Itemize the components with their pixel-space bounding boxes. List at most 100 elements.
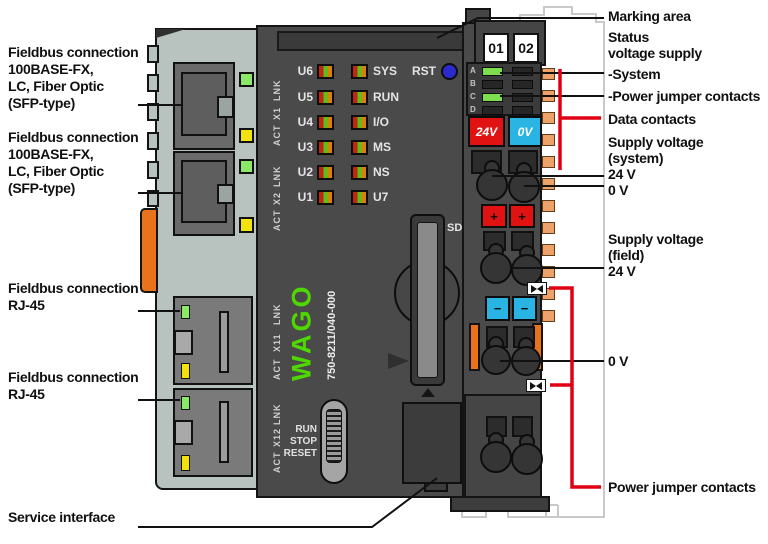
led-label-u2: U2 (297, 165, 313, 179)
data-contact (542, 156, 555, 168)
jumper-terminal (511, 443, 543, 475)
terminal-block-foot (450, 496, 550, 512)
service-cover-tab (424, 484, 448, 492)
led-sys (351, 64, 368, 79)
port-x2-act-label: ACT (272, 209, 282, 232)
status-row-c-label: C (470, 92, 476, 101)
callout-power-jumper: Power jumper contacts (608, 479, 756, 495)
data-contact (542, 68, 555, 80)
panel-edge-tab (147, 132, 159, 150)
sd-label: SD (447, 222, 463, 234)
callout-marking-area: Marking area (608, 8, 691, 24)
bracket-power-jumper-contacts (549, 286, 601, 489)
status-slot (512, 67, 533, 76)
led-label-u4: U4 (297, 115, 313, 129)
power-jumper-contact-icon (526, 379, 546, 392)
led-ms (351, 140, 368, 155)
callout-supply-system: Supply voltage (system) 24 V 0 V (608, 134, 704, 198)
led-label-ms: MS (373, 140, 391, 154)
release-clip[interactable] (140, 208, 158, 293)
sfp-port-1-latch (217, 96, 234, 118)
wago-logo: WAGO (286, 283, 317, 381)
led-label-ns: NS (373, 165, 390, 179)
supply-24v-button[interactable]: 24V (468, 116, 505, 147)
bracket-data-contacts (558, 69, 601, 170)
status-slot (512, 80, 533, 89)
rj45-2-keyway (219, 401, 229, 463)
led-u2 (317, 165, 334, 180)
rj45-2-link-led (181, 396, 190, 410)
rj45-2-latch (174, 420, 193, 445)
status-row-d-label: D (470, 105, 476, 114)
status-slot (512, 93, 533, 102)
marking-area-strip (277, 31, 467, 51)
supply-0v-terminal (508, 171, 540, 203)
callout-sfp-2: Fieldbus connection 100BASE-FX, LC, Fibe… (8, 129, 139, 196)
rj45-1-link-led (181, 305, 190, 319)
led-label-u1: U1 (297, 190, 313, 204)
port-x1-lnk-label: LNK (272, 79, 282, 101)
sd-eject-lever[interactable] (388, 353, 409, 369)
rj45-1-act-led (181, 363, 190, 379)
panel-edge-tab (147, 74, 159, 92)
mode-switch-grip[interactable] (326, 409, 342, 463)
rj45-2-act-led (181, 455, 190, 471)
port-x1-act-label: ACT (272, 124, 282, 147)
data-contact (542, 134, 555, 146)
rj45-1-keyway (219, 311, 229, 373)
status-slot (512, 106, 533, 115)
field-minus-button[interactable]: − (485, 296, 510, 321)
sfp-port-2-latch (217, 184, 234, 204)
mode-stop-label: STOP (289, 436, 317, 447)
field-minus-button[interactable]: − (512, 296, 537, 321)
callout-supply-field: Supply voltage (field) 24 V (608, 231, 704, 279)
field-plus-button[interactable]: + (509, 204, 535, 228)
locking-clip (469, 323, 480, 371)
field-0v-terminal (481, 345, 511, 375)
sfp1-act-led (239, 128, 254, 143)
port-x11-act-label: ACT (272, 358, 282, 381)
led-io (351, 115, 368, 130)
system-supply-led (482, 67, 503, 76)
status-row-b-label: B (470, 79, 476, 88)
mode-reset-label: RESET (283, 448, 317, 459)
data-contact (542, 222, 555, 234)
supply-0v-button[interactable]: 0V (508, 116, 542, 147)
model-number: 750-8211/040-000 (326, 290, 338, 380)
panel-edge-tab (147, 45, 159, 63)
sd-insert-arrow-icon (421, 388, 435, 397)
marking-label-02: 02 (513, 33, 539, 63)
field-plus-button[interactable]: + (481, 204, 507, 228)
status-row-a-label: A (470, 66, 476, 75)
led-run (351, 90, 368, 105)
callout-0v-field: 0 V (608, 353, 629, 369)
data-contact (542, 112, 555, 124)
callout-service-interface: Service interface (8, 509, 115, 525)
field-0v-terminal (511, 346, 541, 376)
panel-corner-bevel (156, 29, 186, 38)
service-interface-cover[interactable] (402, 402, 462, 484)
power-jumper-contact-icon (527, 282, 547, 295)
led-label-u3: U3 (297, 140, 313, 154)
callout-rj45-2: Fieldbus connection RJ-45 (8, 369, 139, 402)
rj45-1-latch (174, 330, 193, 355)
rst-button[interactable] (441, 63, 458, 80)
callout-status-supply: Status voltage supply (608, 29, 702, 61)
data-contact (542, 266, 555, 278)
callout-system: -System (608, 66, 661, 82)
port-x1-label: X1 (272, 106, 282, 120)
status-slot (482, 80, 503, 89)
sfp-port-2-cage (181, 160, 227, 223)
field-24v-terminal (511, 254, 543, 286)
led-ns (351, 165, 368, 180)
sfp2-act-led (239, 217, 254, 233)
led-label-sys: SYS (373, 64, 398, 78)
led-u1 (317, 190, 334, 205)
led-u7 (351, 190, 368, 205)
data-contact (542, 244, 555, 256)
led-label-u5: U5 (297, 90, 313, 104)
sd-card (417, 222, 438, 378)
callout-rj45-1: Fieldbus connection RJ-45 (8, 280, 139, 313)
data-contact (542, 310, 555, 322)
marking-label-01: 01 (483, 33, 509, 63)
